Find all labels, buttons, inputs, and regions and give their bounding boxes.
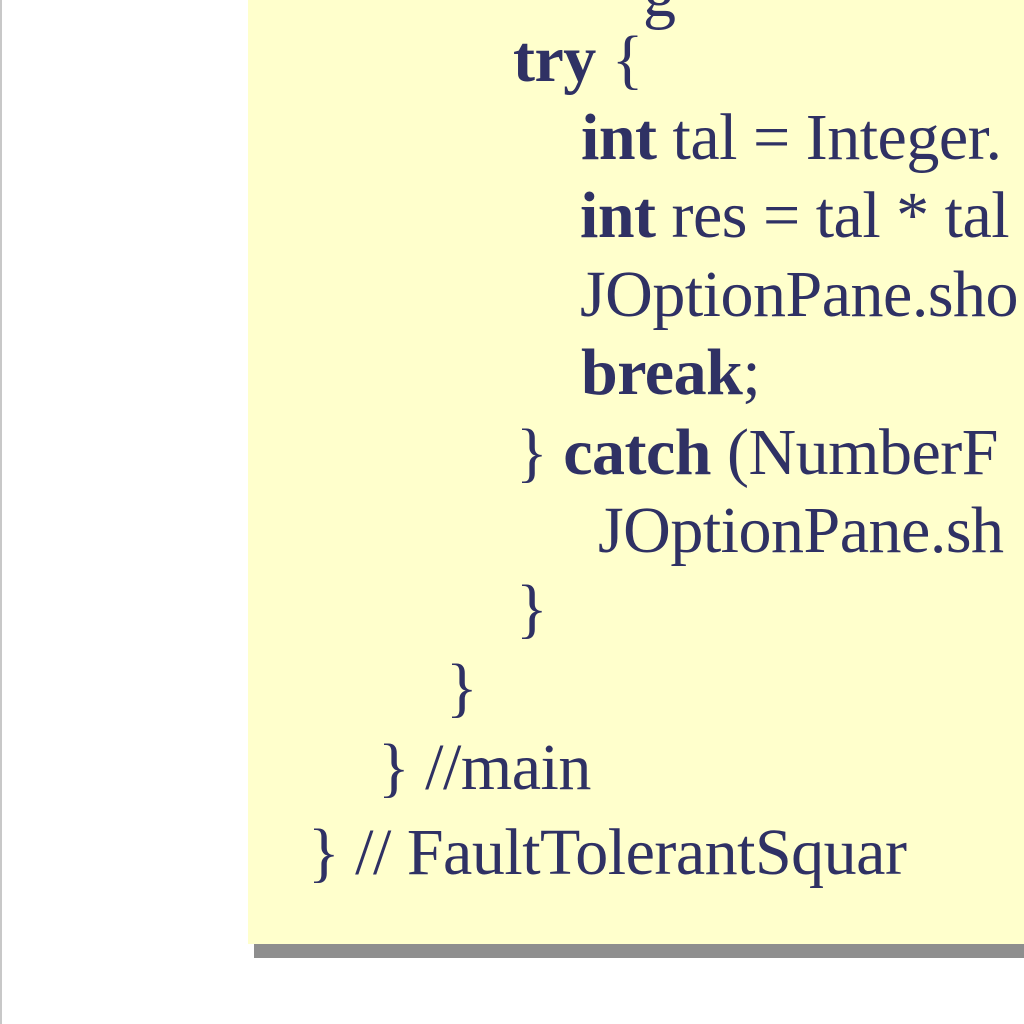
code-listing: g try { int tal = Integer. int res = tal… [248,0,1024,944]
keyword-int: int [580,179,656,252]
code-line-12: } // FaultTolerantSquar [308,816,907,889]
code-line-1: g [643,0,676,28]
code-line-9: } [516,572,548,645]
keyword-catch: catch [563,416,711,489]
code-box-shadow [254,944,1024,958]
code-line-2: try { [513,23,643,96]
code-line-5: JOptionPane.sho [580,258,1019,331]
keyword-break: break [581,336,743,409]
code-line-10: } [446,651,478,724]
keyword-try: try [513,23,596,96]
page-left-border [0,0,2,1024]
code-line-4: int res = tal * tal [580,179,1010,252]
keyword-int: int [581,101,657,174]
code-line-11: } //main [378,731,591,804]
code-line-8: JOptionPane.sh [598,494,1004,567]
code-line-7: } catch (NumberF [516,416,998,489]
code-line-3: int tal = Integer. [581,101,1002,174]
code-line-6: break; [581,336,761,409]
